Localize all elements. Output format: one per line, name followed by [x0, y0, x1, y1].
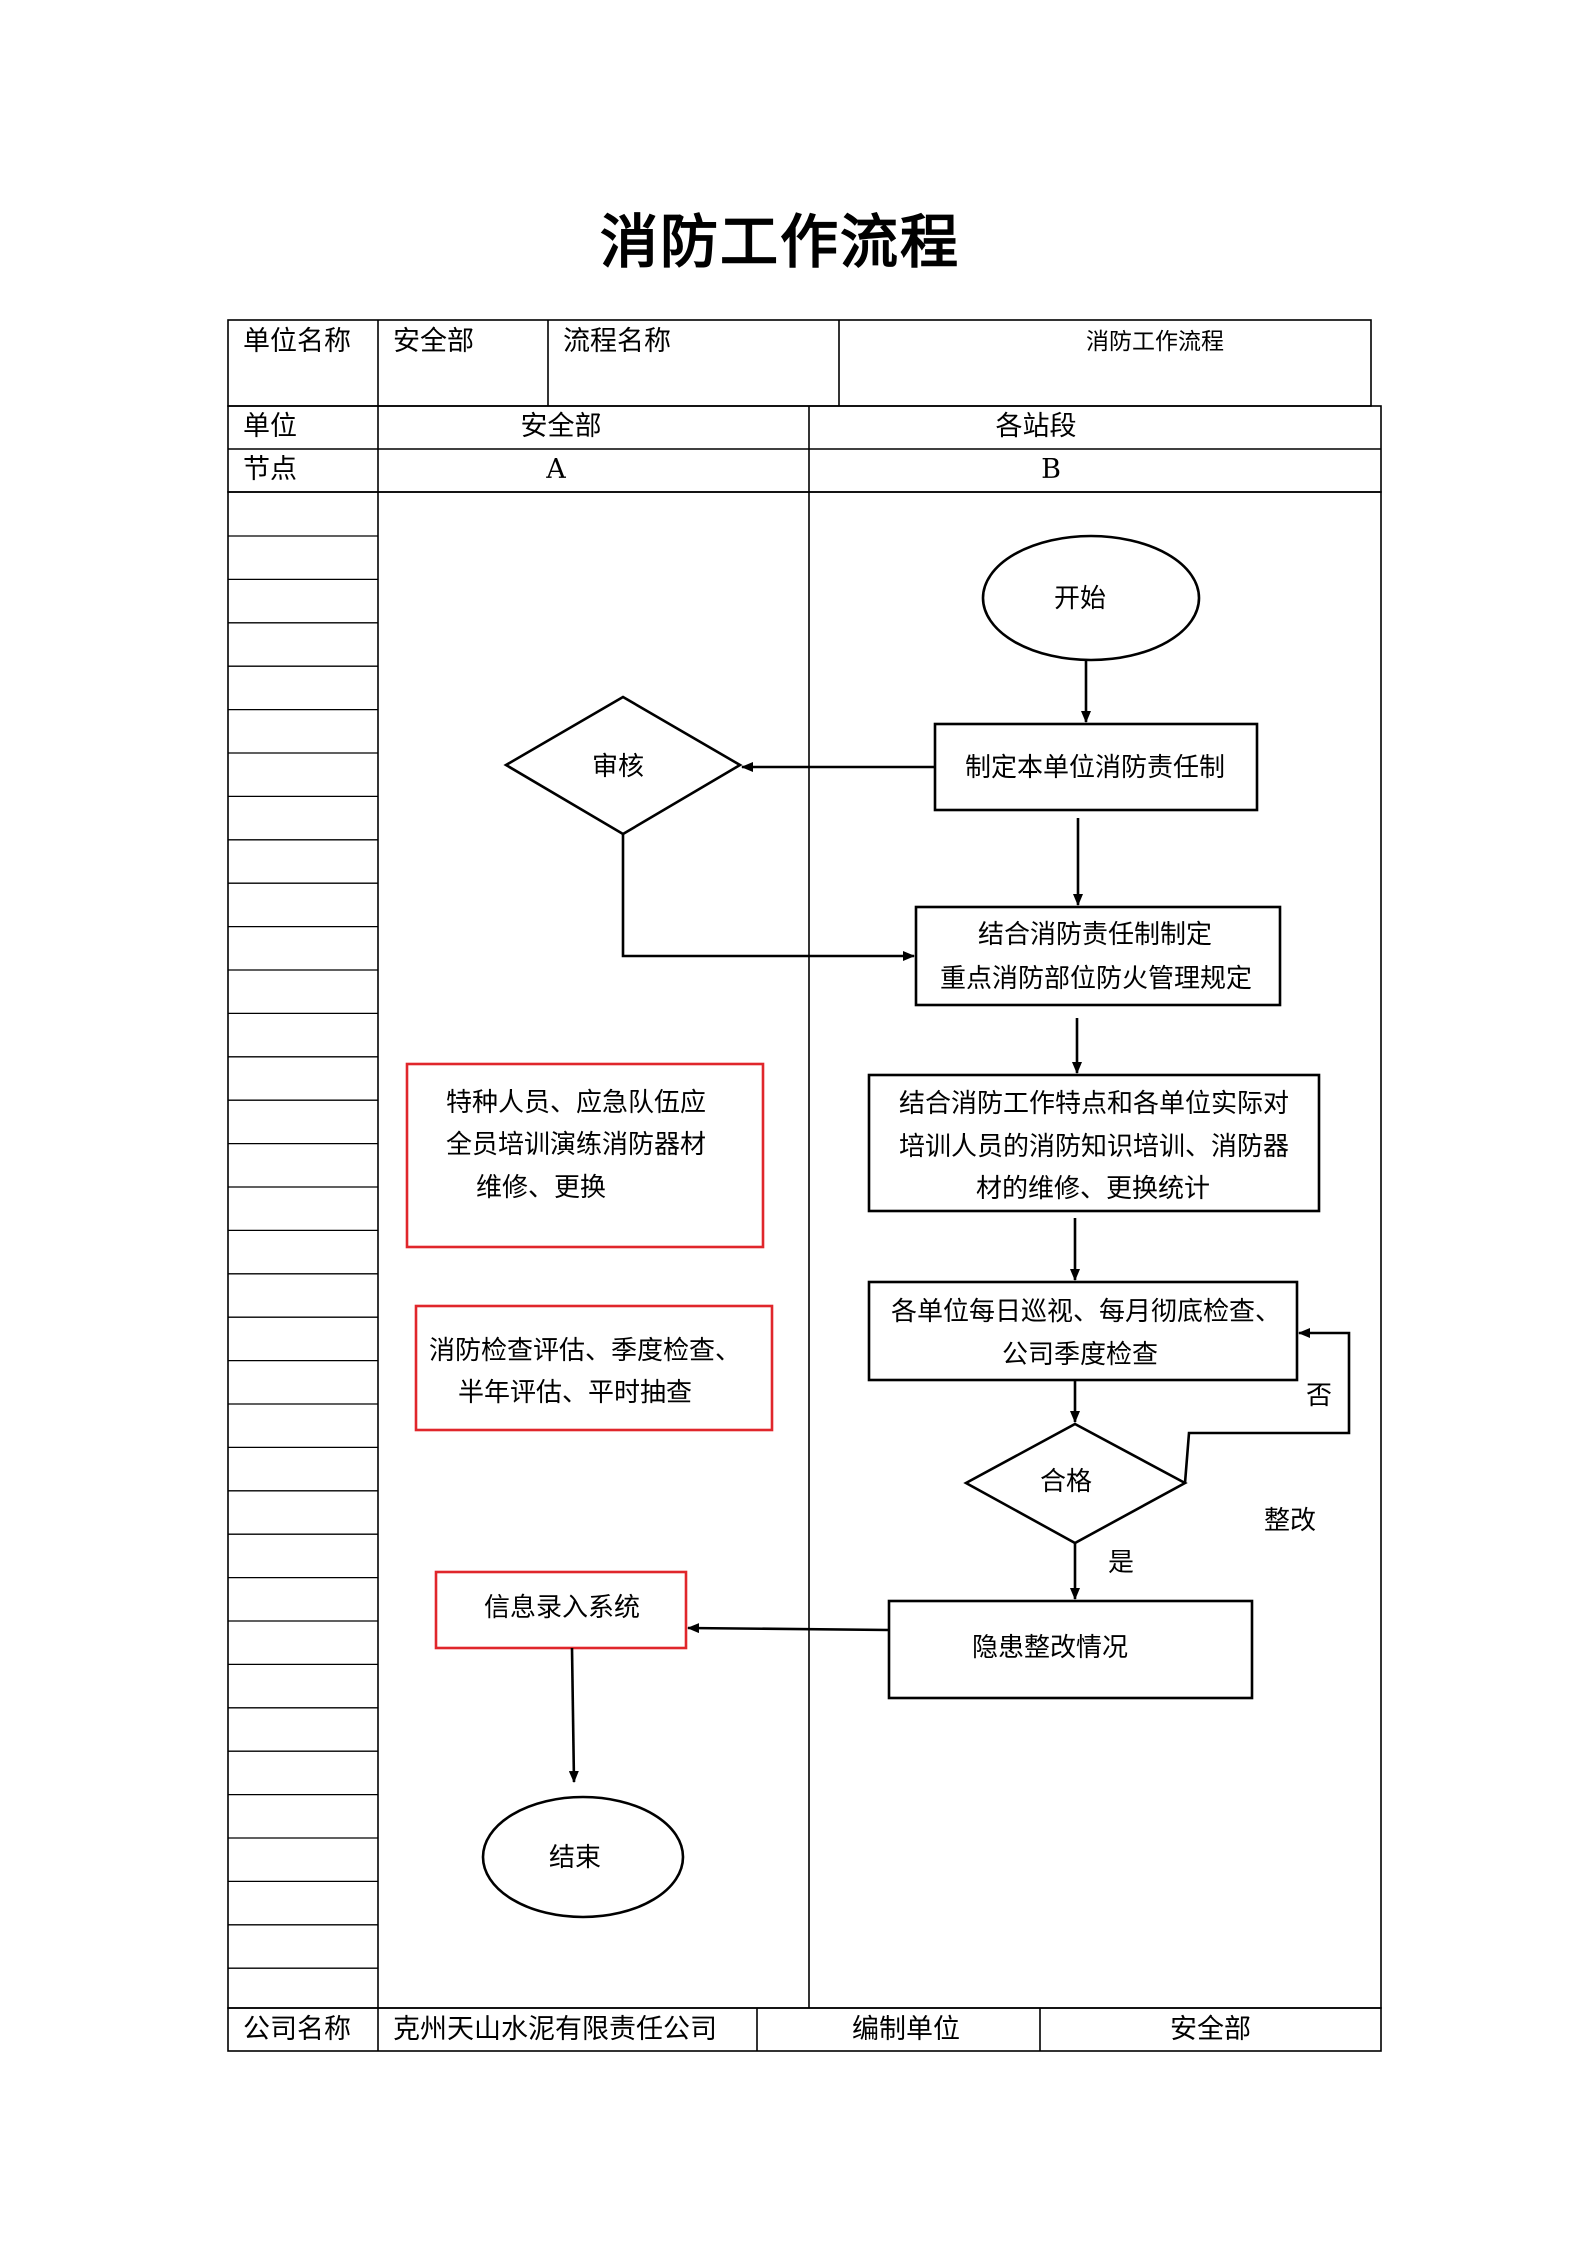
- step3-box: [867, 1073, 1321, 1213]
- step4-line1: 各单位每日巡视、每月彻底检查、: [891, 1297, 1281, 1327]
- process-name-label: 流程名称: [563, 326, 671, 357]
- lane-a-unit: 安全部: [520, 411, 602, 442]
- note2-box: [414, 1304, 774, 1432]
- unit-name-label: 单位名称: [243, 326, 351, 357]
- step4-line2: 公司季度检查: [1002, 1340, 1158, 1370]
- review-label: 审核: [592, 752, 644, 782]
- step5-label: 隐患整改情况: [972, 1633, 1128, 1663]
- note1-box: [405, 1062, 765, 1249]
- step4-box: [867, 1280, 1299, 1382]
- unit-label: 单位: [243, 411, 297, 442]
- note2-line2: 半年评估、平时抽查: [458, 1378, 692, 1408]
- process-name-value: 消防工作流程: [1086, 329, 1224, 355]
- rectify-label: 整改: [1264, 1506, 1316, 1536]
- node-label: 节点: [243, 454, 297, 485]
- arrow-rectify-loop: [1183, 1328, 1351, 1484]
- arrow-review-step2: [621, 834, 915, 961]
- company-value: 克州天山水泥有限责任公司: [393, 2014, 717, 2045]
- step1-label: 制定本单位消防责任制: [965, 753, 1225, 783]
- step2-box: [914, 905, 1282, 1007]
- step2-line1: 结合消防责任制制定: [978, 920, 1212, 950]
- step5-box: [887, 1599, 1254, 1700]
- qualified-label: 合格: [1040, 1467, 1092, 1497]
- step3-line3: 材的维修、更换统计: [976, 1174, 1210, 1204]
- yes-label: 是: [1108, 1548, 1134, 1578]
- start-label: 开始: [1054, 584, 1106, 614]
- arrow-info-end: [568, 1647, 579, 1783]
- compiler-label: 编制单位: [852, 2014, 960, 2045]
- unit-name-value: 安全部: [393, 326, 474, 357]
- lane-b-unit: 各站段: [995, 411, 1077, 442]
- note1-line3: 维修、更换: [476, 1173, 606, 1203]
- lane-a-node: A: [546, 454, 566, 485]
- note1-line1: 特种人员、应急队伍应: [446, 1088, 706, 1118]
- step3-line2: 培训人员的消防知识培训、消防器: [899, 1132, 1289, 1162]
- company-label: 公司名称: [243, 2014, 351, 2045]
- lane-b-node: B: [1041, 454, 1061, 485]
- end-node: [481, 1795, 685, 1919]
- step3-line1: 结合消防工作特点和各单位实际对: [899, 1089, 1289, 1119]
- start-node: [981, 534, 1201, 662]
- note1-line2: 全员培训演练消防器材: [446, 1130, 706, 1160]
- info-entry-label: 信息录入系统: [484, 1593, 640, 1623]
- page-title: 消防工作流程: [599, 208, 960, 276]
- step2-line2: 重点消防部位防火管理规定: [940, 964, 1252, 994]
- note2-line1: 消防检查评估、季度检查、: [429, 1336, 741, 1366]
- no-label: 否: [1306, 1381, 1332, 1411]
- info-entry-box: [434, 1570, 688, 1650]
- compiler-value: 安全部: [1170, 2014, 1251, 2045]
- arrow-step5-info: [687, 1623, 890, 1634]
- end-label: 结束: [549, 1843, 601, 1873]
